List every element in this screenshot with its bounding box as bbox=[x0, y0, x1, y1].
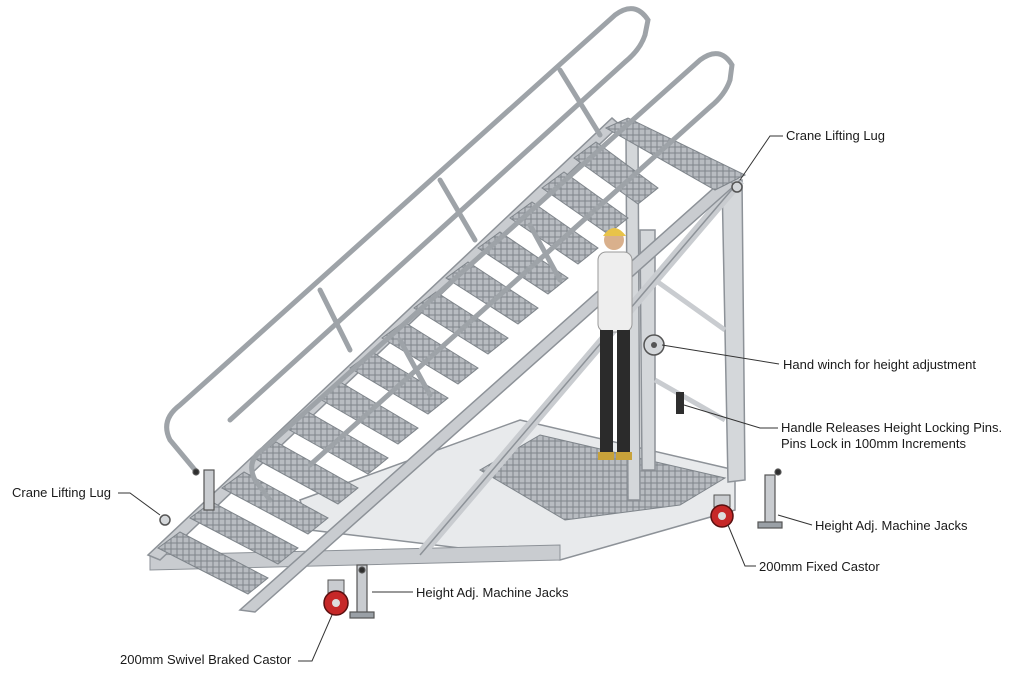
leader-jacks-right bbox=[777, 514, 813, 526]
release-handle-icon bbox=[676, 392, 684, 414]
leader-crane-left bbox=[118, 492, 161, 516]
callout-fixed-castor: 200mm Fixed Castor bbox=[759, 559, 880, 574]
callout-handle-releases-line2: Pins Lock in 100mm Increments bbox=[781, 436, 966, 451]
crane-lug-left-icon bbox=[159, 514, 171, 526]
machine-jack-left-icon bbox=[349, 564, 375, 619]
leader-winch bbox=[661, 344, 780, 365]
callout-swivel-castor: 200mm Swivel Braked Castor bbox=[120, 652, 292, 667]
leader-handle bbox=[683, 404, 778, 429]
right-handrail bbox=[249, 51, 735, 503]
leader-fixed bbox=[727, 524, 756, 567]
callout-hand-winch: Hand winch for height adjustment bbox=[783, 357, 976, 372]
callout-handle-releases: Handle Releases Height Locking Pins. Pin… bbox=[781, 420, 1002, 452]
stair-treads bbox=[157, 117, 747, 595]
callout-jacks-right: Height Adj. Machine Jacks bbox=[815, 518, 968, 533]
leader-crane-top bbox=[739, 135, 783, 181]
callout-jacks-left: Height Adj. Machine Jacks bbox=[416, 585, 569, 600]
fixed-castor-icon bbox=[710, 494, 734, 528]
callout-handle-releases-line1: Handle Releases Height Locking Pins. bbox=[781, 420, 1003, 435]
worker-figure bbox=[597, 228, 633, 460]
leader-swivel bbox=[298, 614, 333, 662]
machine-jack-back-icon bbox=[192, 468, 215, 511]
machine-jack-right-icon bbox=[757, 468, 783, 529]
left-handrail bbox=[164, 6, 651, 473]
swivel-castor-icon bbox=[323, 579, 349, 616]
callout-crane-lifting-lug-left: Crane Lifting Lug bbox=[12, 485, 112, 500]
hand-winch-icon bbox=[643, 334, 665, 356]
leader-lines bbox=[118, 135, 813, 662]
callout-crane-lifting-lug-top: Crane Lifting Lug bbox=[786, 128, 886, 143]
crane-lug-top-icon bbox=[731, 181, 743, 193]
